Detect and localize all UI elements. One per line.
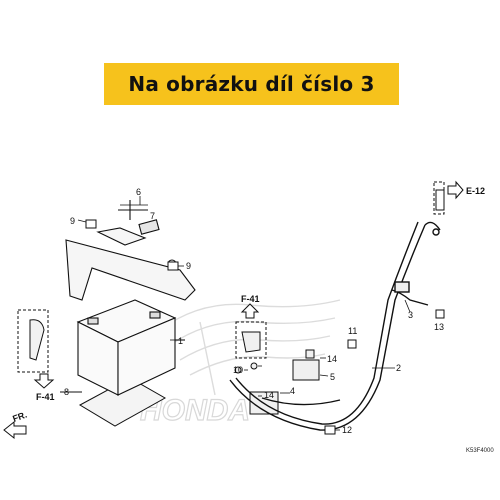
callout-3: 3 (408, 310, 413, 320)
callout-14a: 14 (327, 354, 337, 364)
callout-9a: 9 (70, 216, 75, 226)
battery (76, 299, 185, 396)
leader-lines (77, 196, 411, 431)
callout-11: 11 (348, 326, 357, 336)
callout-12: 12 (342, 425, 352, 435)
callout-1: 1 (178, 336, 183, 346)
bolts (85, 189, 445, 435)
title-text: Na obrázku díl číslo 3 (128, 72, 375, 96)
front-arrow-icon (3, 420, 27, 440)
title-banner: Na obrázku díl číslo 3 (104, 63, 399, 105)
battery-cables (229, 221, 441, 431)
f41-arrow-mid (240, 303, 260, 319)
terminal-cover-left (17, 309, 49, 373)
callout-4: 4 (290, 386, 295, 396)
callout-5: 5 (330, 372, 335, 382)
ref-e12: E-12 (466, 186, 485, 196)
ref-f41-mid: F-41 (241, 294, 260, 304)
f41-arrow-left (33, 373, 55, 389)
callout-14b: 14 (264, 390, 274, 400)
callout-9b: 9 (186, 261, 191, 271)
callout-10: 10 (233, 365, 243, 375)
battery-stay (65, 200, 196, 301)
callout-7: 7 (150, 211, 155, 221)
ref-f41-left: F-41 (36, 392, 55, 402)
ref-front: FR. (11, 410, 28, 424)
callout-6: 6 (136, 187, 141, 197)
callout-8: 8 (64, 387, 69, 397)
callout-2: 2 (396, 363, 401, 373)
diagram-code: K53F4000 (466, 448, 494, 454)
e12-arrow (433, 180, 464, 215)
callout-13: 13 (434, 322, 444, 332)
